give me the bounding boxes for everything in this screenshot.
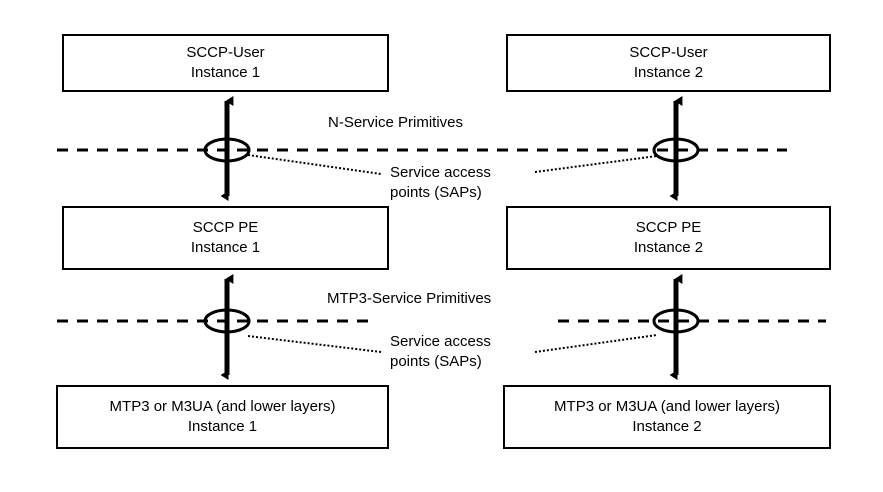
box-sccp-pe-instance-2: SCCP PE Instance 2 [506,206,831,270]
box-mtp3-m3ua-instance-1: MTP3 or M3UA (and lower layers) Instance… [56,385,389,449]
leader-line-bottom-right [534,334,658,353]
sap-marker-upper-left [203,137,251,163]
box-mtp3-2-line1: MTP3 or M3UA (and lower layers) [554,398,780,415]
box-sccp-pe-1-line1: SCCP PE [192,219,259,236]
leader-line-group [247,154,658,353]
box-mtp3-2-line2: Instance 2 [632,418,702,435]
label-n-service-primitives: N-Service Primitives [328,114,464,131]
box-sccp-user-instance-2: SCCP-User Instance 2 [506,34,831,92]
box-sccp-pe-1-line2: Instance 1 [190,239,261,256]
sap-marker-group [203,137,700,334]
sap-marker-upper-right [652,137,700,163]
label-sap-upper-line2: points (SAPs) [390,184,482,201]
label-mtp3-service-primitives: MTP3-Service Primitives [327,290,492,307]
label-sap-lower-line1: Service access [390,333,491,350]
box-mtp3-1-line2: Instance 1 [187,418,258,435]
box-mtp3-1-line1: MTP3 or M3UA (and lower layers) [109,398,336,415]
label-sap-lower-line2: points (SAPs) [390,353,482,370]
box-sccp-pe-instance-1: SCCP PE Instance 1 [62,206,389,270]
leader-line-bottom-left [247,335,382,353]
sap-marker-lower-right [652,308,700,334]
box-sccp-user-instance-1: SCCP-User Instance 1 [62,34,389,92]
box-sccp-user-1-line2: Instance 1 [190,64,261,81]
leader-line-top-right [534,155,658,173]
arrow-group [220,96,683,380]
label-sap-upper: Service access points (SAPs) [390,163,540,203]
label-sap-upper-line1: Service access [390,164,491,181]
box-sccp-user-2-line1: SCCP-User [629,44,708,61]
box-sccp-user-2-line2: Instance 2 [633,64,704,81]
leader-line-top-left [247,154,382,175]
box-mtp3-m3ua-instance-2: MTP3 or M3UA (and lower layers) Instance… [503,385,831,449]
boundary-line-group [57,148,826,323]
box-sccp-pe-2-line2: Instance 2 [633,239,704,256]
label-sap-lower: Service access points (SAPs) [390,332,540,372]
sap-marker-lower-left [203,308,251,334]
box-sccp-user-1-line1: SCCP-User [186,44,265,61]
box-sccp-pe-2-line1: SCCP PE [635,219,702,236]
